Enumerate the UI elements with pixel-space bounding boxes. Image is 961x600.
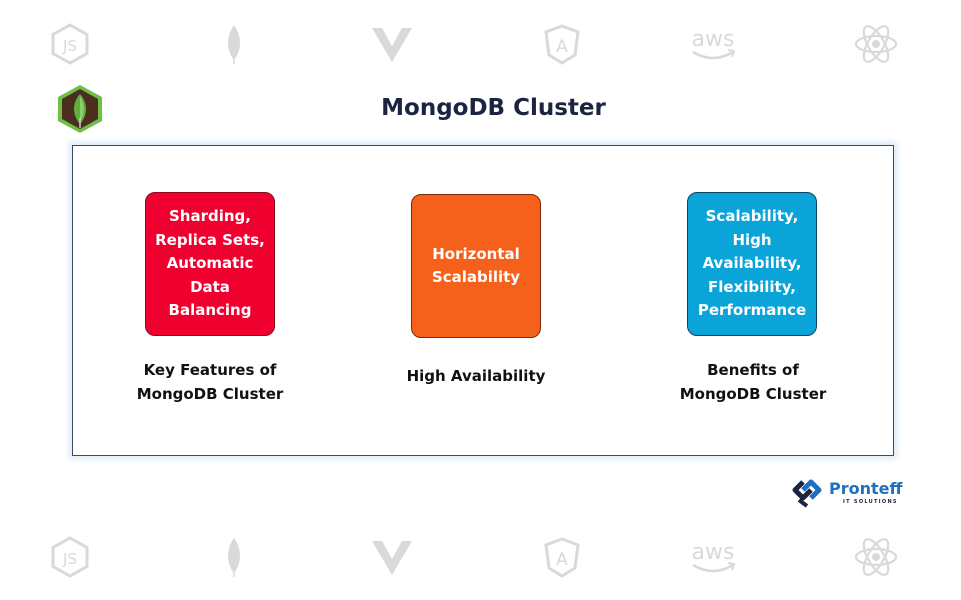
caption-key-features: Key Features of MongoDB Cluster — [110, 358, 310, 406]
caption-line: MongoDB Cluster — [136, 385, 284, 403]
card-line: Data — [190, 277, 230, 296]
caption-line: High Availability — [406, 367, 546, 385]
caption-high-availability: High Availability — [376, 364, 576, 388]
nodejs-icon: JS — [48, 22, 92, 66]
nodejs-label: JS — [62, 37, 77, 55]
card-line: Scalability — [431, 268, 521, 286]
mongodb-leaf-icon — [212, 22, 256, 66]
pronteff-logo-icon — [789, 478, 825, 508]
angular-icon: A — [540, 22, 584, 66]
page-title: MongoDB Cluster — [381, 95, 606, 121]
caption-line: Key Features of — [143, 361, 277, 379]
card-line: Sharding, — [169, 207, 251, 226]
nodejs-label: JS — [62, 550, 77, 568]
card-benefits: Scalability, High Availability, Flexibil… — [687, 192, 817, 336]
vue-icon — [370, 22, 414, 66]
card-line: Automatic — [166, 254, 254, 273]
caption-line: Benefits of — [707, 361, 799, 379]
brand-tagline: IT SOLUTIONS — [843, 499, 898, 505]
aws-label: aws — [692, 27, 735, 52]
card-high-availability: Horizontal Scalability — [411, 194, 541, 338]
caption-line: MongoDB Cluster — [679, 385, 827, 403]
react-icon — [854, 22, 898, 66]
aws-label: aws — [692, 540, 735, 565]
vue-icon — [370, 535, 414, 579]
brand-name: Pronteff — [829, 479, 903, 498]
react-icon — [854, 535, 898, 579]
card-line: Replica Sets, — [155, 230, 265, 249]
card-line: Scalability, — [705, 207, 799, 226]
card-line: Performance — [697, 301, 807, 320]
card-key-features: Sharding, Replica Sets, Automatic Data B… — [145, 192, 275, 336]
aws-icon: aws — [688, 22, 738, 66]
pronteff-brand: Pronteff IT SOLUTIONS — [789, 478, 909, 508]
mongodb-hex-logo-icon — [56, 84, 104, 134]
angular-label: A — [556, 37, 568, 57]
caption-benefits: Benefits of MongoDB Cluster — [653, 358, 853, 406]
card-line: Balancing — [168, 301, 252, 320]
card-line: Flexibility, — [707, 277, 797, 296]
card-line: Horizontal — [432, 244, 520, 263]
angular-label: A — [556, 550, 568, 570]
card-line: Availability, — [702, 254, 802, 273]
mongodb-leaf-icon — [212, 535, 256, 579]
aws-icon: aws — [688, 535, 738, 579]
nodejs-icon: JS — [48, 535, 92, 579]
card-line: High — [732, 230, 772, 249]
angular-icon: A — [540, 535, 584, 579]
